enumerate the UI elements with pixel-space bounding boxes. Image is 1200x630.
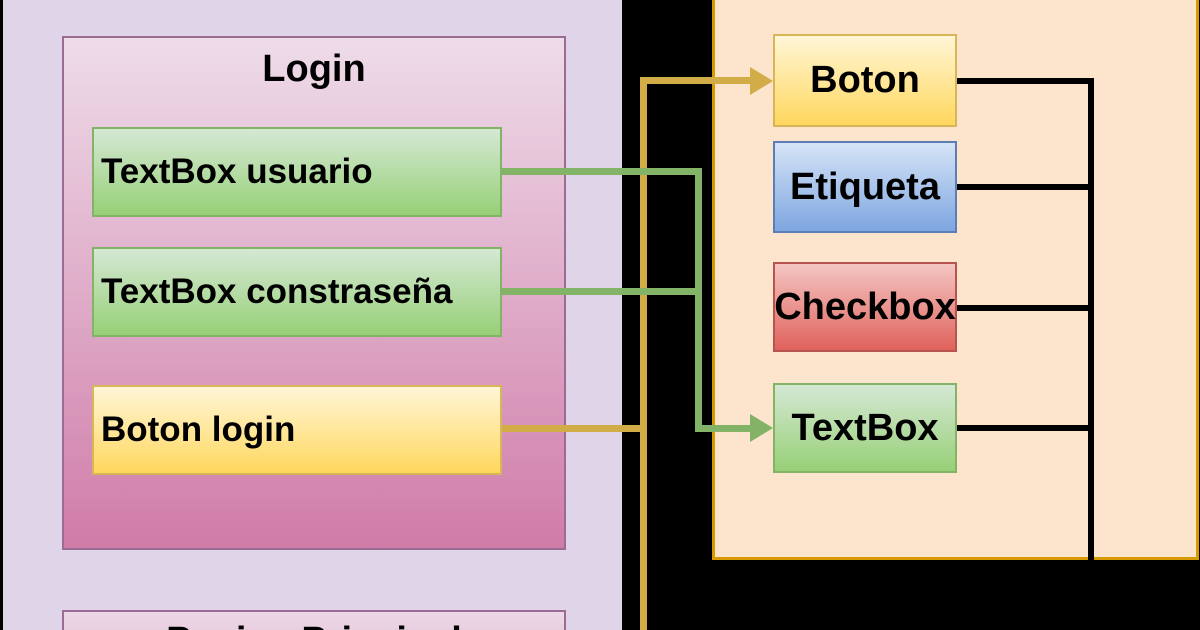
green-arrowhead-to-textbox [750, 414, 773, 442]
node-textbox-constrasena-label: TextBox constraseña [101, 272, 453, 311]
node-textbox[interactable]: TextBox [773, 383, 957, 473]
connector-etiqueta-to-bus [957, 184, 1094, 190]
pagina-principal-container[interactable]: Pagina Principal [62, 610, 566, 630]
connector-checkbox-to-bus [957, 305, 1094, 311]
node-etiqueta[interactable]: Etiqueta [773, 141, 957, 233]
node-boton-login-label: Boton login [101, 410, 296, 449]
connector-vertical-bus [1088, 78, 1094, 561]
connector-boton-to-bus [957, 78, 1094, 84]
node-textbox-usuario[interactable]: TextBox usuario [92, 127, 502, 217]
node-etiqueta-label: Etiqueta [790, 165, 940, 208]
green-connector-from-usuario [502, 168, 702, 175]
green-connector-bottom-horizontal [695, 425, 752, 432]
node-boton-login[interactable]: Boton login [92, 385, 502, 475]
node-checkbox[interactable]: Checkbox [773, 262, 957, 352]
green-connector-from-constrasena [502, 288, 702, 295]
node-checkbox-label: Checkbox [774, 285, 956, 328]
node-textbox-constrasena[interactable]: TextBox constraseña [92, 247, 502, 337]
connector-textbox-to-bus [957, 425, 1094, 431]
node-textbox-usuario-label: TextBox usuario [101, 152, 373, 191]
green-connector-vertical [695, 168, 702, 432]
gold-connector-from-boton-login [502, 425, 647, 432]
node-boton[interactable]: Boton [773, 34, 957, 127]
gold-connector-top-horizontal [640, 77, 752, 84]
login-form-title: Login [262, 48, 366, 90]
gold-arrowhead-to-boton [750, 67, 773, 95]
node-boton-label: Boton [810, 59, 920, 101]
pagina-principal-label: Pagina Principal [166, 620, 462, 630]
node-textbox-label: TextBox [791, 406, 939, 449]
gold-connector-vertical [640, 77, 647, 630]
